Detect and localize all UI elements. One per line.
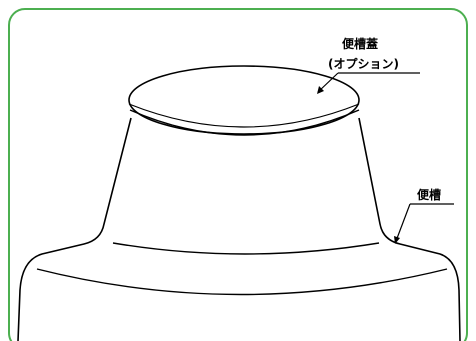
lid-label-line1: 便槽蓋 <box>342 36 378 51</box>
tank-leader-arrowhead <box>394 236 400 244</box>
tank-label: 便槽 <box>417 187 441 202</box>
tank-lid-rim <box>129 109 360 136</box>
shoulder-line-lower <box>36 268 448 296</box>
lid-leader-arrowhead <box>317 86 324 94</box>
tank-lid-rim-inner <box>128 103 360 128</box>
shoulder-line-upper <box>112 242 380 255</box>
tank-body-outline <box>17 117 461 341</box>
panel-border <box>8 8 468 341</box>
tank-lid-top <box>128 65 360 135</box>
lid-label-line2: (オプション) <box>328 56 399 71</box>
tank-leader-line <box>395 203 411 242</box>
